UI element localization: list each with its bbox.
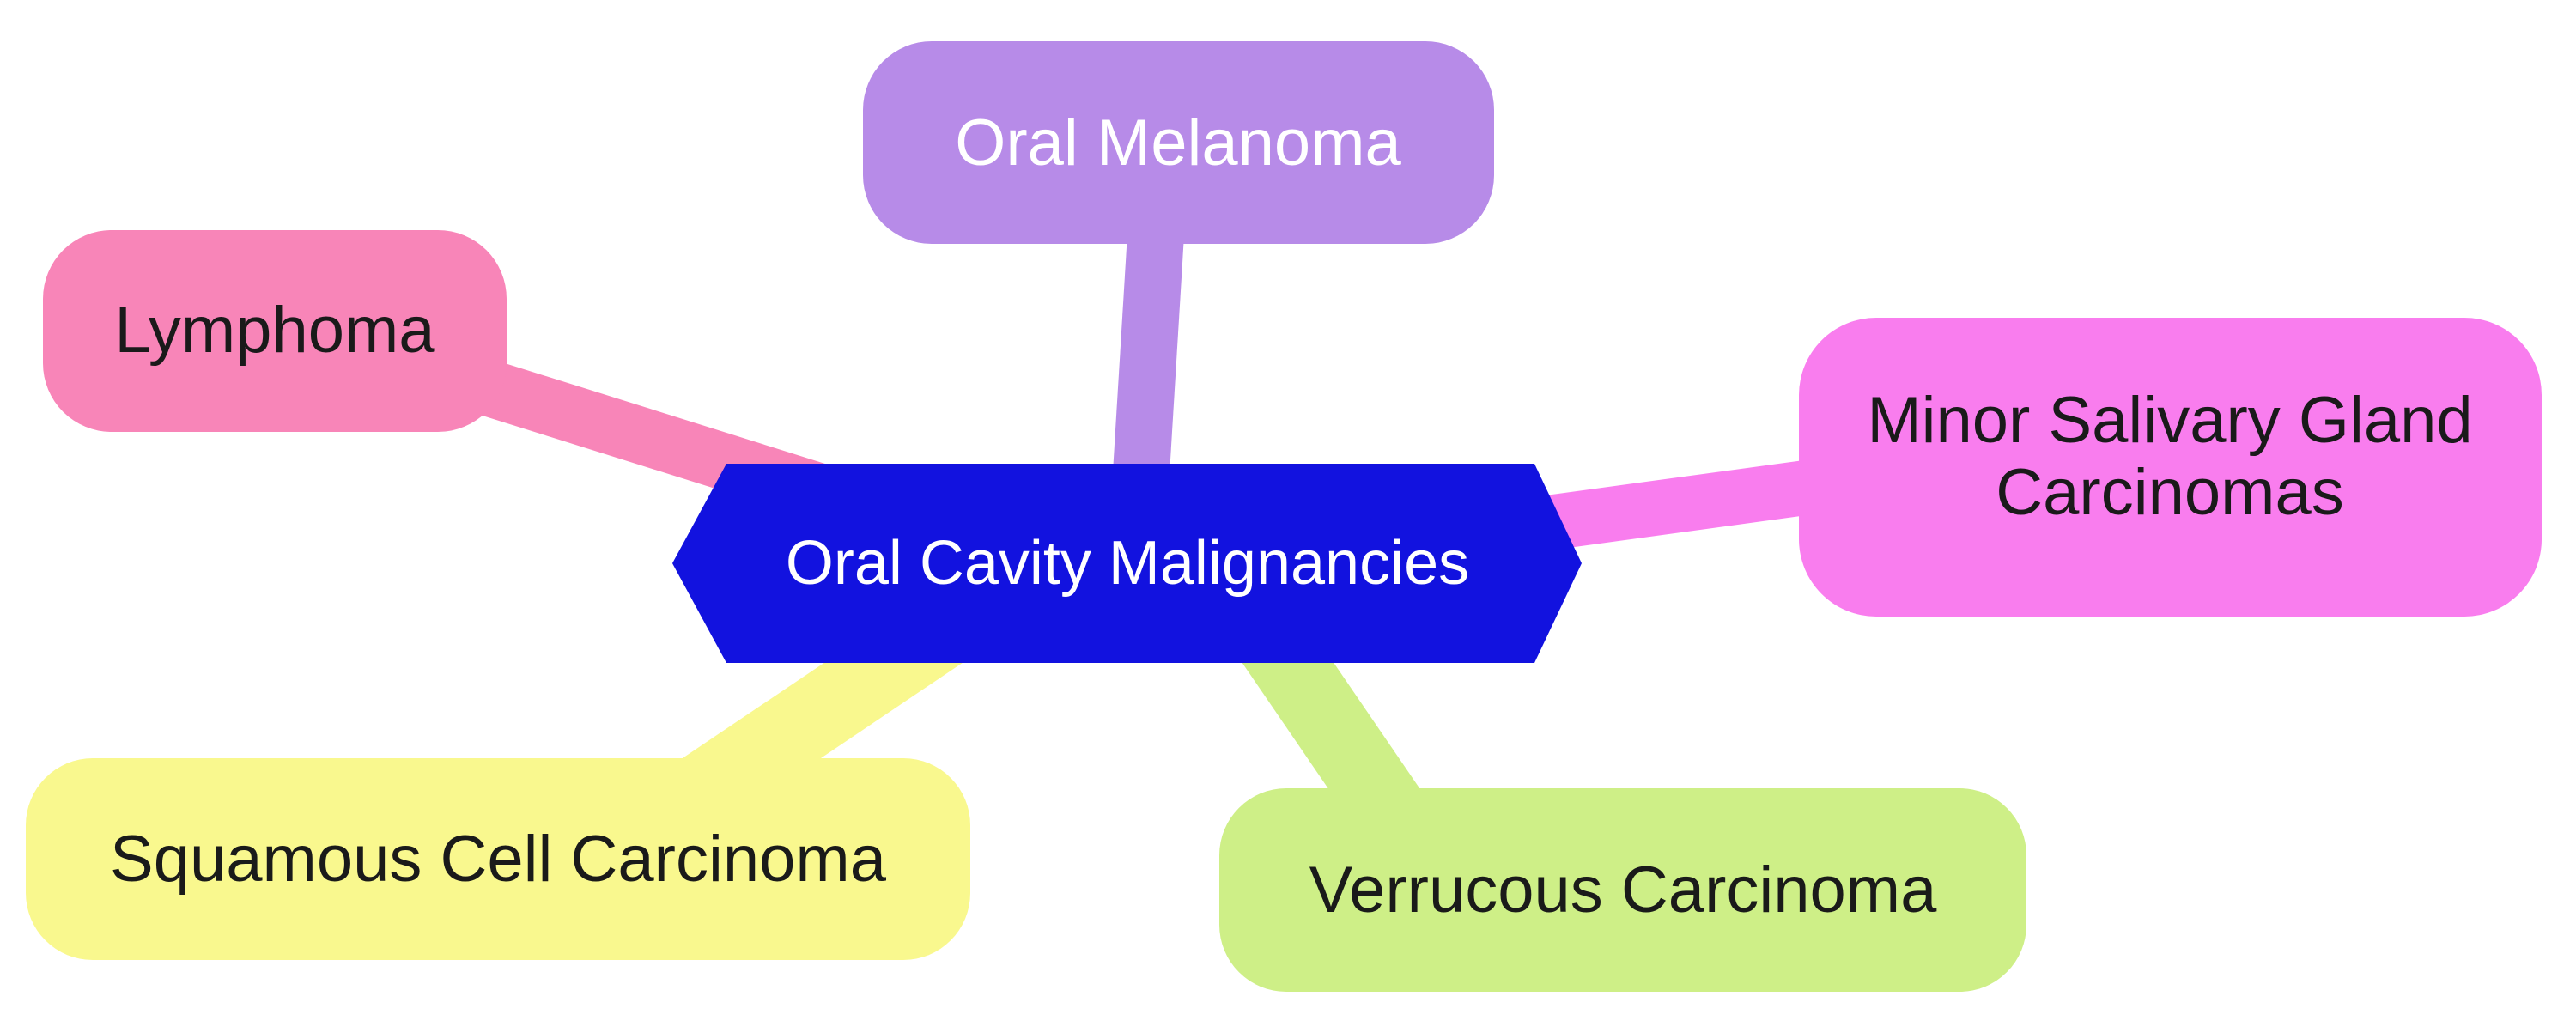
node-squamous-cell-carcinoma: Squamous Cell Carcinoma xyxy=(26,758,970,960)
center-node: Oral Cavity Malignancies xyxy=(672,464,1582,663)
node-label-oral-melanoma: Oral Melanoma xyxy=(955,106,1401,179)
node-box-oral-melanoma xyxy=(863,41,1494,244)
node-label-minor-salivary-gland-line2: Carcinomas xyxy=(1996,456,2343,529)
node-verrucous-carcinoma: Verrucous Carcinoma xyxy=(1219,788,2026,992)
node-box-lymphoma xyxy=(43,230,507,432)
node-box-squamous-cell-carcinoma xyxy=(26,758,970,960)
center-node-shape xyxy=(672,464,1582,663)
node-label-minor-salivary-gland-line1: Minor Salivary Gland xyxy=(1867,384,2472,457)
node-minor-salivary-gland-carcinomas: Minor Salivary Gland Carcinomas xyxy=(1799,318,2542,617)
center-node-label: Oral Cavity Malignancies xyxy=(786,529,1469,598)
node-lymphoma: Lymphoma xyxy=(43,230,507,432)
node-label-squamous-cell-carcinoma: Squamous Cell Carcinoma xyxy=(110,823,887,896)
node-box-minor-salivary-gland-carcinomas xyxy=(1799,318,2542,617)
node-label-lymphoma: Lymphoma xyxy=(114,294,435,367)
node-label-verrucous-carcinoma: Verrucous Carcinoma xyxy=(1309,854,1937,927)
node-box-verrucous-carcinoma xyxy=(1219,788,2026,992)
node-oral-melanoma: Oral Melanoma xyxy=(863,41,1494,244)
